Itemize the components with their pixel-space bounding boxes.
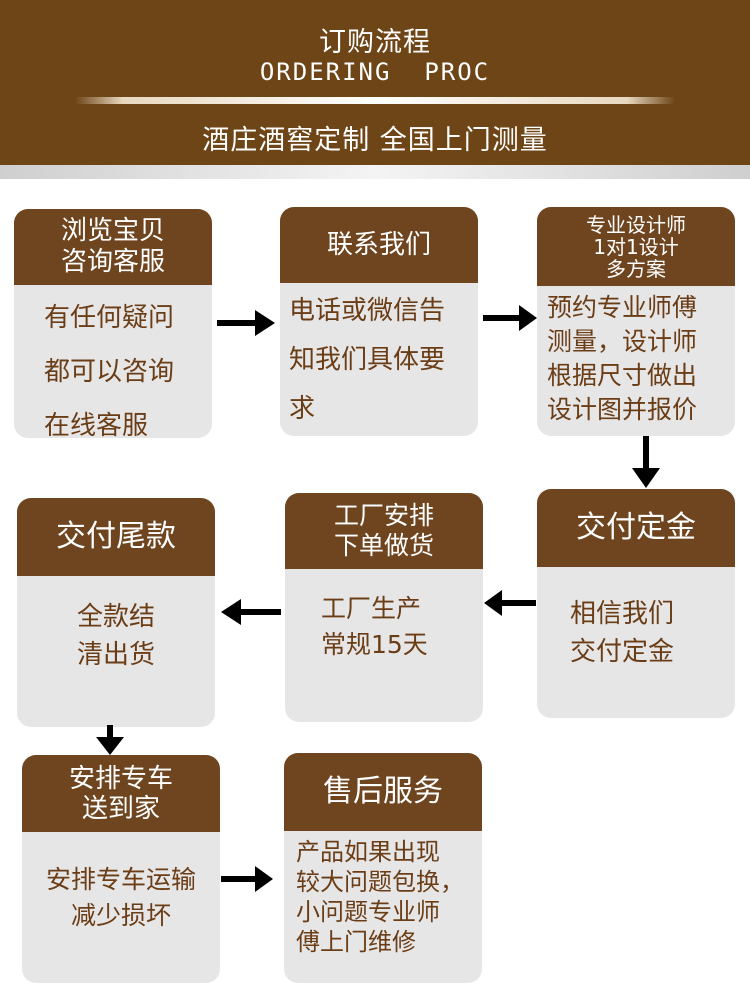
- arrow-left-icon: [484, 590, 536, 616]
- step-title: 浏览宝贝 咨询客服: [14, 209, 212, 285]
- step-card-contact: 联系我们 电话或微信告 知我们具体要 求: [280, 207, 478, 436]
- step-card-final-payment: 交付尾款 全款结 清出货: [17, 498, 215, 727]
- arrow-down-icon: [96, 725, 124, 755]
- step-title: 安排专车 送到家: [22, 755, 220, 832]
- step-card-browse: 浏览宝贝 咨询客服 有任何疑问 都可以咨询 在线客服: [14, 209, 212, 438]
- step-card-after-sales: 售后服务 产品如果出现 较大问题包换， 小问题专业师 傅上门维修: [284, 753, 482, 983]
- page-tagline: 酒庄酒窖定制 全国上门测量: [202, 125, 548, 156]
- step-text: 安排专车运输 减少损坏: [45, 865, 196, 930]
- arrow-right-icon: [221, 866, 273, 892]
- arrow-right-icon: [483, 305, 537, 331]
- step-title: 交付定金: [537, 489, 735, 567]
- step-text: 产品如果出现 较大问题包换， 小问题专业师 傅上门维修: [296, 838, 464, 956]
- step-card-deposit: 交付定金 相信我们 交付定金: [537, 489, 735, 718]
- step-text: 预约专业师傅 测量，设计师 根据尺寸做出 设计图并报价: [547, 293, 698, 424]
- step-card-production: 工厂安排 下单做货 工厂生产 常规15天: [285, 493, 483, 722]
- step-title: 工厂安排 下单做货: [285, 493, 483, 569]
- page-title: 订购流程: [319, 27, 431, 58]
- header-banner: 订购流程 ORDERING PROC 酒庄酒窖定制 全国上门测量: [0, 0, 750, 165]
- step-text: 全款结 清出货: [76, 602, 155, 670]
- arrow-right-icon: [217, 310, 275, 336]
- step-card-designer: 专业设计师 1对1设计 多方案 预约专业师傅 测量，设计师 根据尺寸做出 设计图…: [537, 207, 735, 436]
- header-shadow-band: [0, 165, 750, 179]
- step-card-delivery: 安排专车 送到家 安排专车运输 减少损坏: [22, 755, 220, 983]
- step-title: 联系我们: [280, 207, 478, 283]
- step-title: 交付尾款: [17, 498, 215, 576]
- page-subtitle-en: ORDERING PROC: [259, 58, 491, 86]
- step-text: 电话或微信告 知我们具体要 求: [289, 296, 446, 424]
- arrow-down-icon: [632, 436, 660, 488]
- step-text: 有任何疑问 都可以咨询 在线客服: [44, 303, 175, 438]
- header-divider: [75, 97, 675, 104]
- step-title: 专业设计师 1对1设计 多方案: [537, 207, 735, 286]
- arrow-left-icon: [221, 599, 281, 625]
- step-title: 售后服务: [284, 753, 482, 831]
- step-text: 相信我们 交付定金: [570, 599, 675, 667]
- step-text: 工厂生产 常规15天: [321, 594, 428, 659]
